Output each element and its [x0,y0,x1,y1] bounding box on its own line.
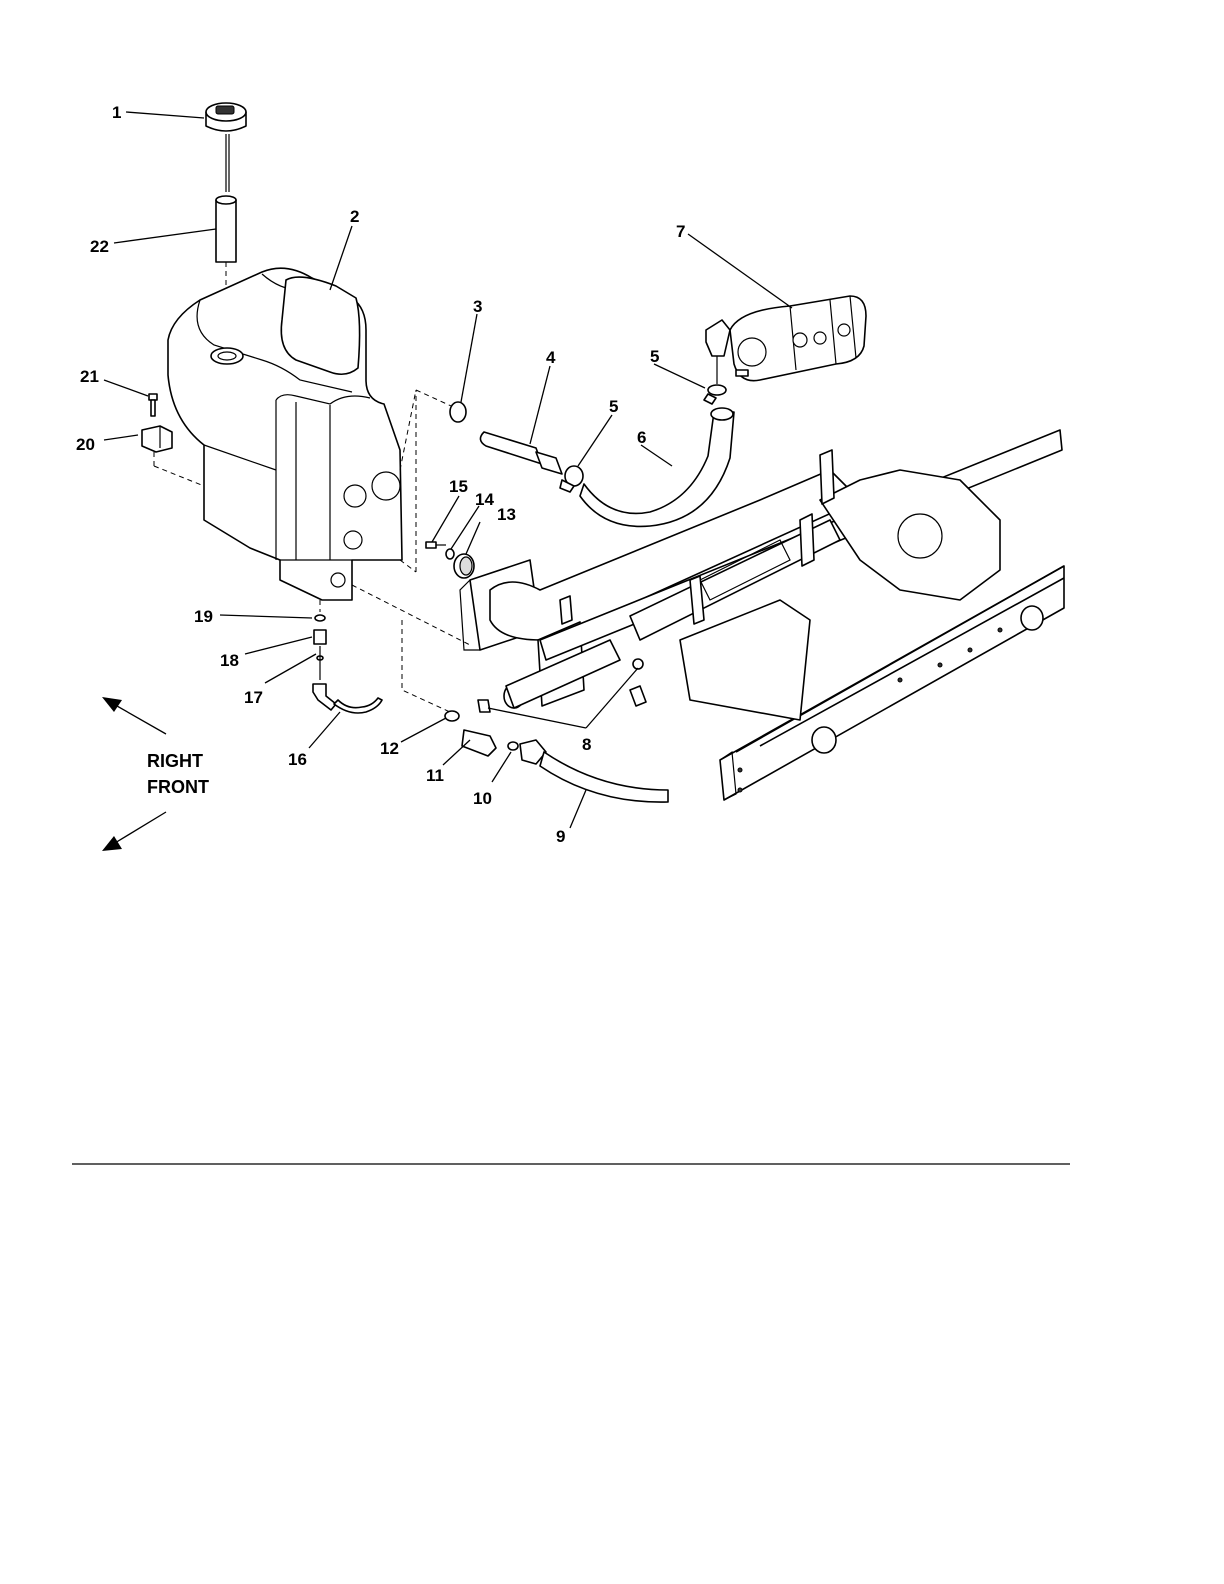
callout-2: 2 [350,207,359,226]
callout-6: 6 [637,428,646,447]
callout-15: 15 [449,477,468,496]
callout-7: 7 [676,222,685,241]
callout-19: 19 [194,607,213,626]
right-arrow-icon [110,702,166,734]
front-arrow-icon [110,812,166,846]
direction-right-label: RIGHT [147,751,203,771]
callout-3: 3 [473,297,482,316]
bracket-bolt [149,394,157,416]
callout-5-upper: 5 [650,347,659,366]
callout-8: 8 [582,735,591,754]
callout-21: 21 [80,367,99,386]
direction-indicator: RIGHT FRONT [102,697,209,851]
callout-22: 22 [90,237,109,256]
callout-1: 1 [112,103,121,122]
direction-front-label: FRONT [147,777,209,797]
callout-16: 16 [288,750,307,769]
callout-17: 17 [244,688,263,707]
callout-10: 10 [473,789,492,808]
drain-fitting-assembly [313,600,382,713]
hydraulic-pump [706,296,866,384]
callout-20: 20 [76,435,95,454]
callout-13: 13 [497,505,516,524]
filler-cap [206,103,246,192]
callout-5-lower: 5 [609,397,618,416]
hydraulic-tank [168,268,470,645]
callout-4: 4 [546,348,556,367]
callout-18: 18 [220,651,239,670]
callout-9: 9 [556,827,565,846]
callout-14: 14 [475,490,494,509]
callout-11: 11 [426,766,444,785]
callout-12: 12 [380,739,399,758]
chassis-frame [460,430,1064,800]
